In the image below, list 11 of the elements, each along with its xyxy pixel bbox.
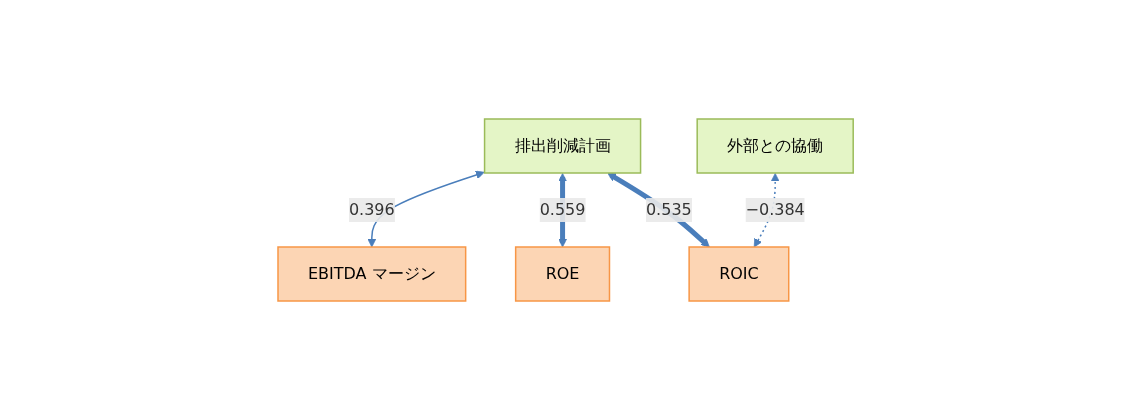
node-box: ROE [515,245,611,302]
node-box: EBITDA マージン [277,245,467,302]
node-box: 排出削減計画 [484,117,642,174]
edge-label: 0.559 [540,199,586,219]
edge-label: 0.535 [646,199,693,219]
edge-label: −0.384 [745,199,806,219]
node-box: 外部との協働 [696,117,855,174]
arrow [607,172,711,247]
node-box: ROIC [688,245,790,302]
arrow [754,172,780,247]
edge-label: 0.396 [349,199,396,219]
